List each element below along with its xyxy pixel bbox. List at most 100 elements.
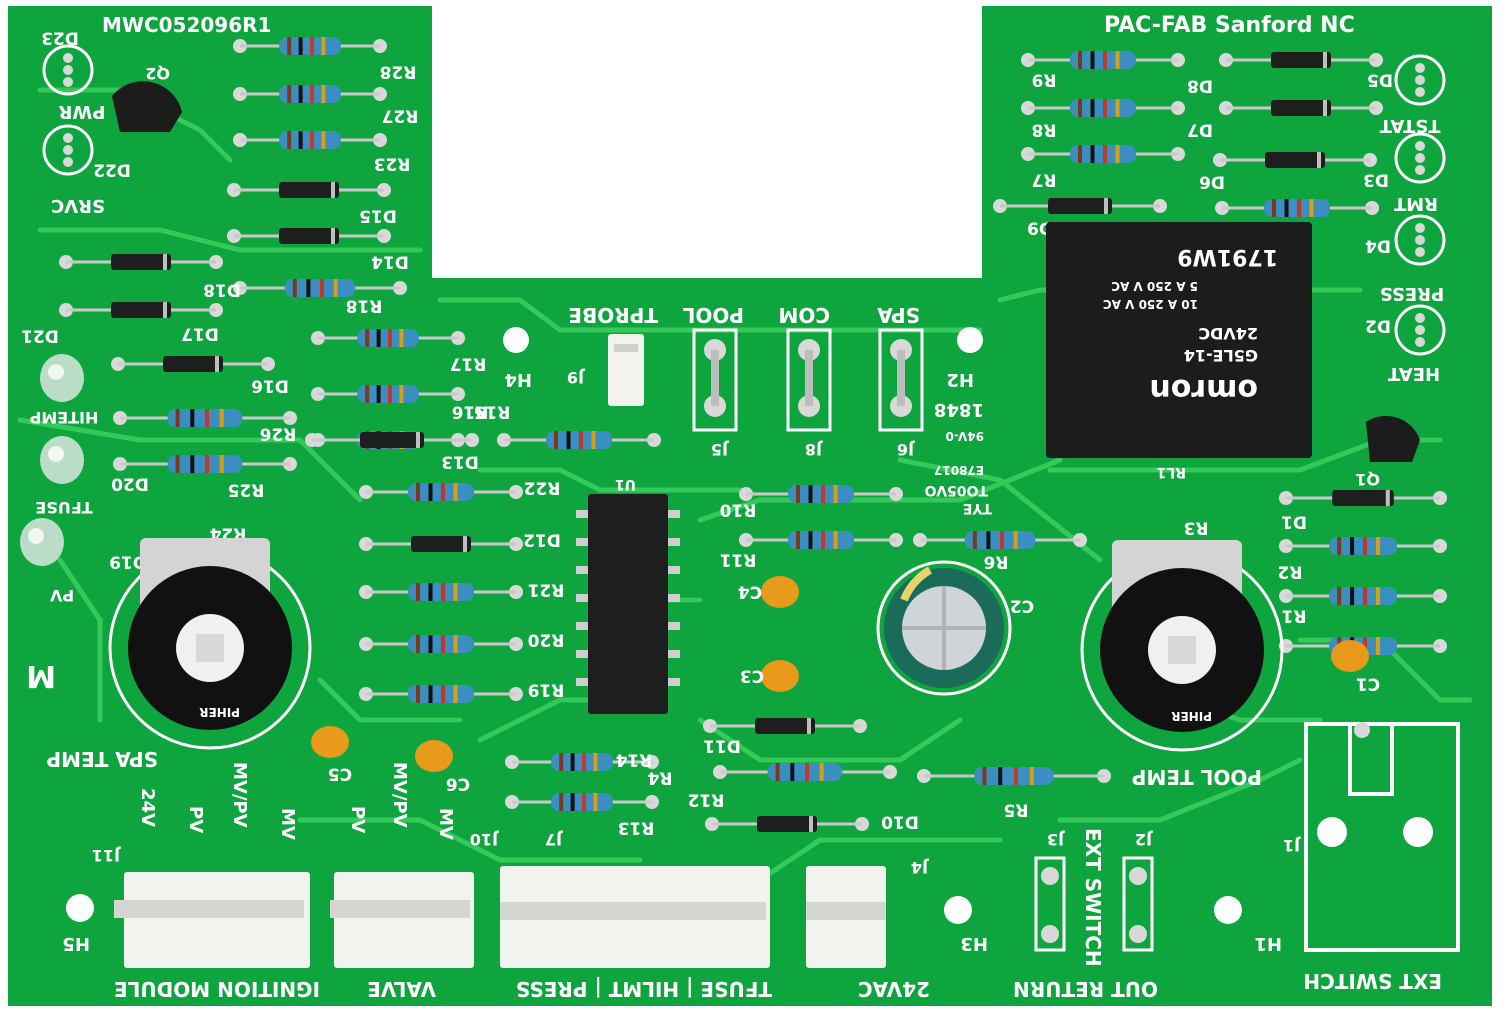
resistor-label-r6: R6 — [984, 552, 1009, 572]
connector-j4 — [806, 866, 886, 968]
diode-label-d6: D6 — [1199, 172, 1225, 192]
resistor-r14: R14 — [505, 750, 659, 771]
resistor-label-r27: R27 — [382, 106, 419, 126]
resistor-label-r21: R21 — [528, 580, 565, 600]
resistor-label-r25: R25 — [228, 480, 265, 500]
capacitor-c5: C5 — [311, 726, 352, 784]
diode-d15: D15 — [227, 182, 397, 226]
indicator-left-0: PWR — [42, 44, 105, 122]
resistor-r12: R12 — [688, 763, 897, 810]
diode-d9: D9 — [993, 198, 1167, 238]
resistor-r28: R28 — [233, 37, 416, 82]
connector-j7 — [500, 866, 770, 968]
pin-j10-mv: MV — [435, 808, 456, 840]
jumper-j5 — [692, 328, 738, 432]
label-pool: POOL — [682, 303, 744, 327]
resistor-r18: R18 — [311, 296, 465, 347]
resistor-label-r11: R11 — [720, 550, 757, 570]
diode-label-d2: D2 — [1365, 316, 1391, 336]
led-label-0: HITEMP — [29, 408, 98, 427]
diode-label-d1: D1 — [1281, 512, 1307, 532]
resistor-label-r22: R22 — [524, 478, 561, 498]
pin-j11-mv: MV — [277, 808, 298, 840]
mounting-holes — [66, 327, 1242, 924]
diode-label-d21: D21 — [21, 326, 59, 346]
diode-d11: D11 — [703, 718, 867, 756]
connector-j1 — [1304, 722, 1460, 952]
capacitor-label-group-c2: C2 — [1010, 596, 1034, 616]
resistor-r20: R20 — [359, 630, 564, 653]
resistor-r27: R27 — [233, 85, 418, 126]
pot-brand-spa: PIHER — [199, 705, 240, 719]
capacitor-label-c4: C4 — [738, 582, 762, 602]
capacitor-c1: C1 — [1331, 640, 1380, 694]
resistor-r4: R4 — [647, 199, 1379, 788]
label-j4: J4 — [911, 858, 929, 877]
resistor-label-r17: R17 — [450, 354, 487, 374]
relay-model: G5LE-14 — [1184, 346, 1258, 365]
resistor-label-r16: R16 — [452, 402, 489, 422]
resistor-label-r5: R5 — [1004, 800, 1029, 820]
diode-d19: D19 — [109, 552, 147, 572]
capacitor-c3: C3 — [740, 660, 799, 692]
resistor-r21: R21 — [359, 580, 564, 601]
resistor-r7: R7 — [1021, 145, 1185, 190]
led-label-2: PV — [49, 586, 74, 605]
resistor-label-r23: R23 — [374, 154, 411, 174]
pin-j10-pv: PV — [347, 806, 368, 833]
label-com: COM — [778, 303, 830, 327]
resistor-label-r20: R20 — [527, 630, 564, 650]
diode-label-d16: D16 — [251, 376, 289, 396]
resistor-label-r28: R28 — [380, 62, 417, 82]
diode-label-d14: D14 — [371, 252, 409, 272]
diode-label-d8: D8 — [1187, 76, 1213, 96]
diode-d14: D14 — [227, 228, 409, 272]
resistor-r19: R19 — [359, 680, 564, 703]
ic-u1-label: U1 — [615, 476, 636, 492]
diode-d5: D5 — [1367, 70, 1393, 90]
diode-d1: D1 — [1279, 490, 1447, 532]
diode-d3: D3 — [1363, 170, 1389, 190]
label-ext-switch: EXT SWITCH — [1303, 969, 1442, 993]
diode-label-d10: D10 — [881, 812, 919, 832]
label-h5: H5 — [62, 933, 90, 954]
diode-layer: D23D22D21D20D19D18D17D16D15D14D13D12D11D… — [21, 28, 1447, 832]
label-j9: J9 — [567, 368, 585, 387]
diode-label-d15: D15 — [359, 206, 397, 226]
resistor-label-r2: R2 — [1278, 562, 1303, 582]
relay-rating-2: 5 A 250 V AC — [1111, 279, 1198, 293]
relay-brand: omron — [1149, 372, 1258, 407]
diode-d17: D17 — [59, 302, 223, 344]
diode-d23: D23 — [41, 28, 79, 48]
label-to: TO05VO — [924, 482, 988, 498]
resistor-r13: R13 — [505, 793, 659, 838]
relay-ref: RL1 — [1157, 464, 1186, 480]
resistor-r23: R23 — [233, 131, 410, 174]
label-cert: 94V-0 — [946, 429, 984, 443]
jumper-j3 — [1034, 856, 1066, 952]
diode-d4: D4 — [1365, 236, 1391, 256]
resistor-label-r3: R3 — [1184, 518, 1209, 538]
resistor-r3: R3 — [1184, 518, 1447, 555]
diode-d10: D10 — [705, 812, 919, 832]
resistor-label-r12: R12 — [688, 790, 725, 810]
resistor-label-r18: R18 — [346, 296, 383, 316]
diode-label-d19: D19 — [109, 552, 147, 572]
potentiometer-spa-temp: PIHER — [108, 538, 312, 750]
indicator-right-1: RMT — [1393, 132, 1446, 214]
relay-code: 1791W9 — [1177, 244, 1278, 269]
label-j10: J10 — [470, 830, 499, 849]
resistor-r17: R17 — [311, 354, 486, 403]
label-ignition-module: IGNITION MODULE — [114, 977, 320, 1001]
diode-d6: D6 — [1199, 152, 1377, 192]
capacitor-c6: C6 — [415, 740, 470, 794]
diode-label-d20: D20 — [111, 474, 149, 494]
label-tye: TYE — [963, 500, 992, 516]
pot-brand-pool: PIHER — [1171, 709, 1212, 723]
resistor-label-r10: R10 — [719, 500, 756, 520]
indicator-right-3: HEAT — [1387, 304, 1446, 384]
resistor-label-r15: R15 — [474, 402, 511, 422]
resistor-label-r26: R26 — [260, 424, 297, 444]
relay-coil: 24VDC — [1198, 324, 1258, 343]
